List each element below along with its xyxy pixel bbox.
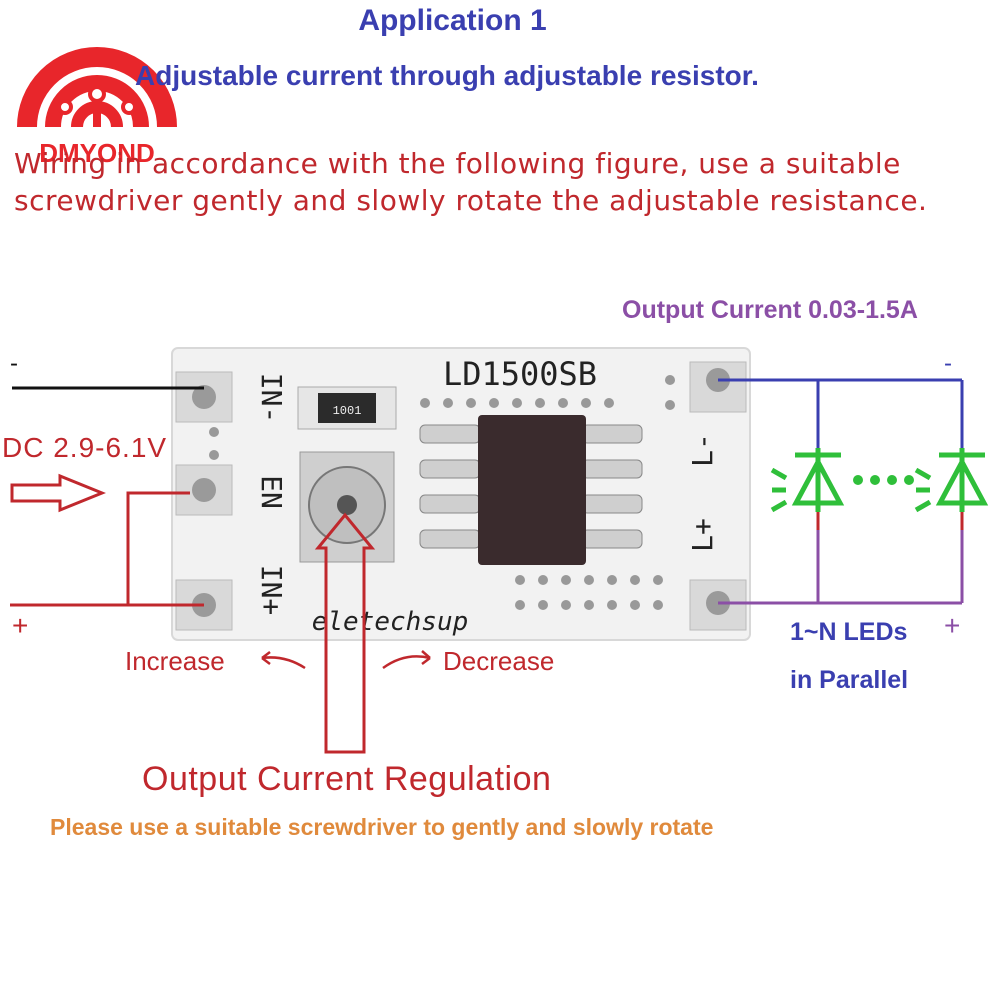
ellipsis-icon — [853, 475, 914, 485]
input-voltage-label: DC 2.9-6.1V — [2, 432, 168, 463]
brand-logo: DMYOND — [5, 12, 190, 182]
input-minus-label: - — [10, 350, 18, 377]
input-plus-label: + — [12, 610, 29, 641]
resistor-code: 1001 — [333, 404, 362, 418]
input-arrow-icon — [10, 473, 106, 513]
page-title: Application 1 — [358, 4, 547, 37]
pin-label-l-plus: L+ — [686, 518, 719, 552]
screwdriver-note: Please use a suitable screwdriver to gen… — [50, 814, 714, 840]
regulation-label: Output Current Regulation — [142, 760, 552, 798]
board: 1001 — [171, 347, 751, 641]
leds-parallel-label: in Parallel — [790, 666, 909, 694]
ccw-arrow-icon — [261, 656, 306, 670]
board-model: LD1500SB — [443, 355, 597, 393]
output-wiring — [718, 378, 964, 605]
led-icon — [770, 448, 845, 513]
decrease-label: Decrease — [443, 646, 555, 676]
cw-arrow-icon — [382, 655, 431, 670]
instructions-text: Wiring in accordance with the following … — [14, 147, 928, 217]
leds-count-label: 1~N LEDs — [790, 618, 908, 646]
pin-label-l-minus: L- — [686, 433, 719, 467]
output-minus-label: - — [944, 350, 952, 377]
output-plus-label: + — [944, 610, 961, 641]
enable-wire — [126, 491, 190, 605]
pin-label-in-plus: IN+ — [255, 565, 288, 616]
output-current-label: Output Current 0.03-1.5A — [622, 296, 918, 324]
pin-label-en: EN — [255, 475, 288, 509]
logo-text: DMYOND — [39, 138, 155, 168]
pin-label-in-minus: IN- — [255, 373, 288, 424]
regulation-arrow-icon — [314, 512, 376, 754]
led-icon — [914, 448, 989, 513]
increase-label: Increase — [125, 646, 225, 676]
board-silkscreen: eletechsup — [312, 607, 469, 637]
ic-chip — [419, 415, 643, 565]
page-subtitle: Adjustable current through adjustable re… — [135, 60, 759, 91]
